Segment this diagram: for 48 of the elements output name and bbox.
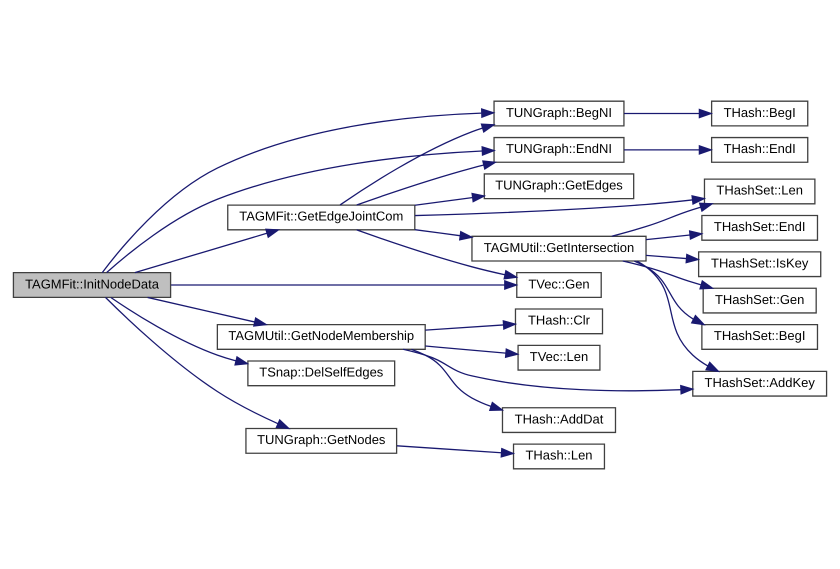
node-box: TVec::Gen [516, 272, 602, 298]
arrow [171, 280, 518, 290]
node-box: TAGMUtil::GetNodeMembership [216, 323, 426, 350]
arrow [612, 202, 714, 236]
node-box: THashSet::IsKey [698, 250, 822, 277]
node-box: THashSet::Gen [702, 287, 817, 314]
arrow [622, 260, 714, 290]
node-box: TUNGraph::GetNodes [245, 427, 398, 454]
arrow [425, 344, 520, 358]
node-box: TAGMUtil::GetIntersection [471, 235, 647, 262]
arrow [340, 122, 496, 205]
node-box: TSnap::DelSelfEdges [247, 360, 396, 386]
node-box: TUNGraph::BegNI [493, 100, 625, 126]
node-box: THash::Len [512, 442, 606, 469]
arrow [646, 253, 700, 263]
arrow [624, 108, 714, 118]
arrow [402, 348, 695, 394]
arrow [425, 320, 518, 330]
node-box: THashSet::AddKey [692, 370, 828, 396]
arrow [356, 228, 518, 280]
node-box: THashSet::Len [704, 178, 816, 204]
node-box: THash::BegI [710, 100, 808, 126]
node-box: THash::EndI [710, 136, 808, 162]
node-box: THashSet::BegI [701, 323, 818, 350]
arrow [102, 108, 496, 272]
arrow [646, 230, 704, 240]
arrow [414, 192, 486, 206]
node-box: THash::AddDat [502, 406, 616, 433]
node-box: TUNGraph::EndNI [493, 136, 625, 162]
arrow [105, 296, 291, 429]
arrow [414, 228, 474, 240]
node-box: TUNGraph::GetEdges [484, 172, 634, 199]
arrow [634, 260, 706, 325]
arrow [636, 260, 720, 372]
node-box: TAGMFit::GetEdgeJointCom [227, 204, 416, 230]
arrow [356, 160, 498, 206]
arrow [147, 296, 268, 326]
arrow [411, 348, 504, 410]
arrow [396, 444, 516, 458]
arrow [110, 296, 250, 366]
arrow [415, 194, 706, 216]
node-box: THashSet::EndI [701, 214, 818, 240]
node-box: TAGMFit::InitNodeData [12, 272, 172, 298]
node-box: THash::Clr [514, 308, 604, 334]
arrow [106, 146, 496, 273]
arrow [134, 228, 280, 273]
node-box: TVec::Len [517, 344, 601, 370]
arrow [624, 144, 714, 154]
